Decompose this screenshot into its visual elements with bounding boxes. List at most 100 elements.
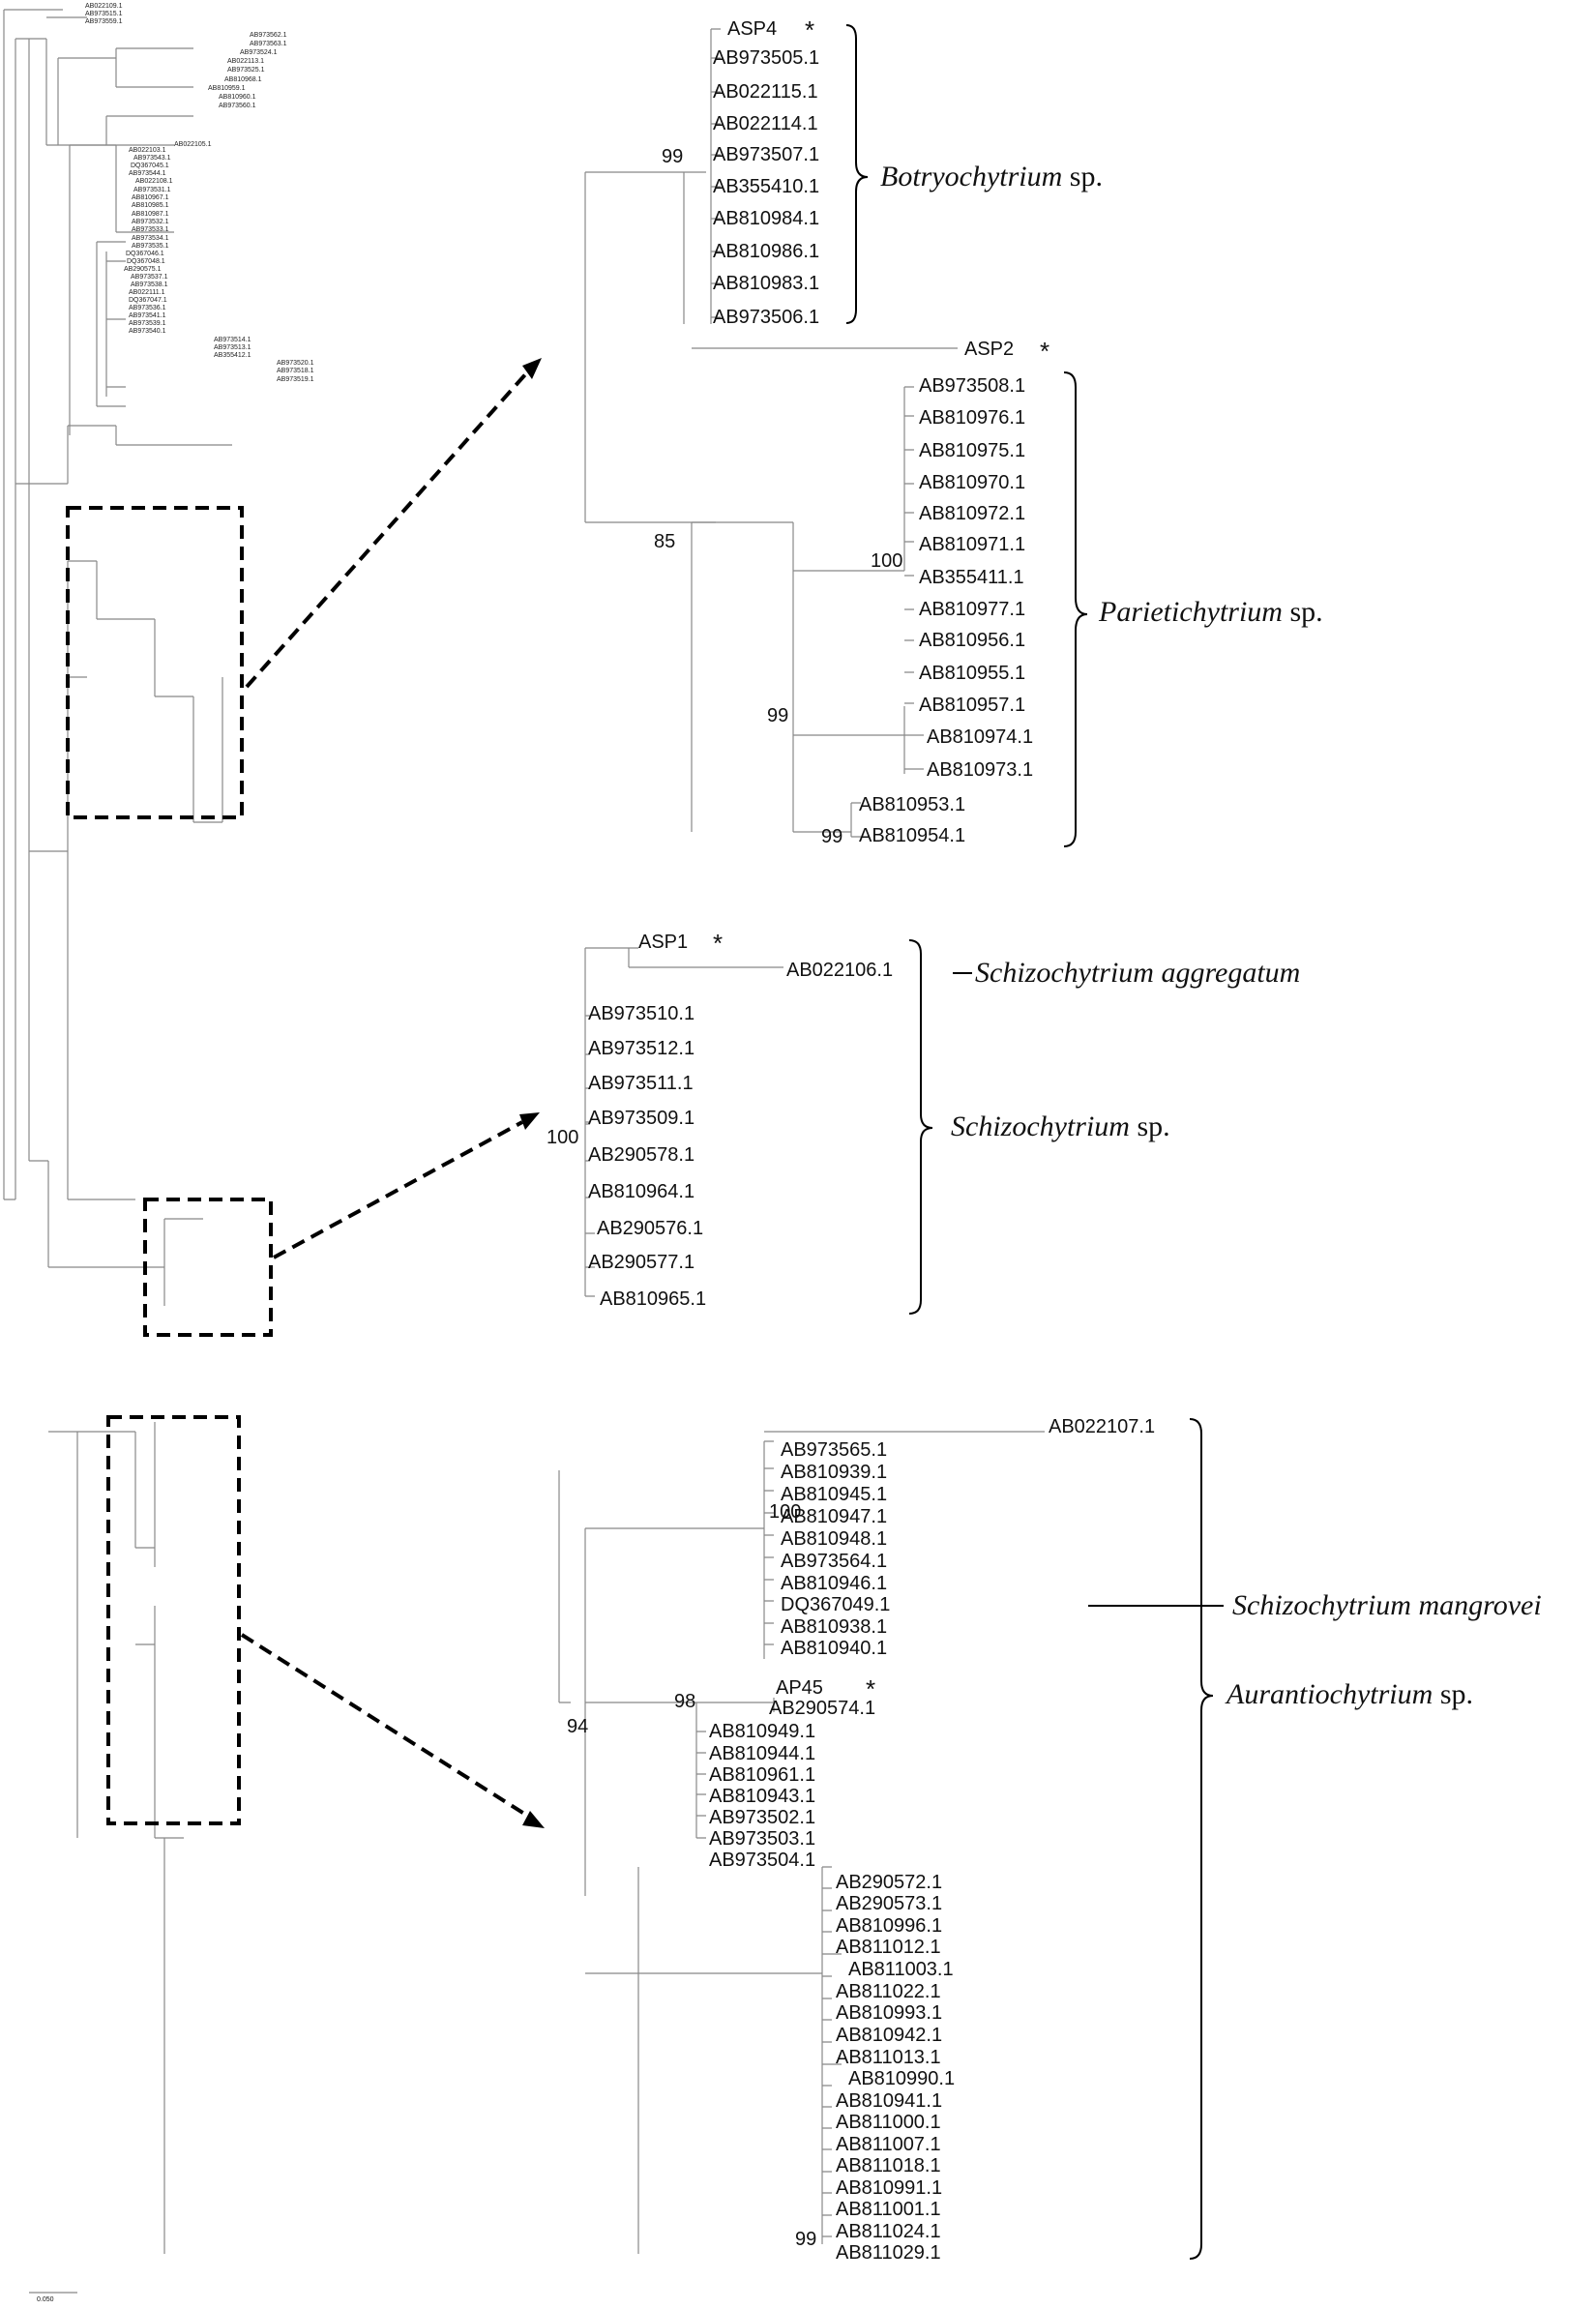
leaf-label: AB810945.1	[781, 1484, 888, 1505]
leaf-label: AB811012.1	[836, 1937, 941, 1958]
p2-sub	[793, 802, 861, 838]
leaf-label: AB811007.1	[836, 2134, 941, 2155]
sample-marker-asterisk: *	[805, 15, 815, 44]
leaf-label: AB810941.1	[836, 2090, 943, 2112]
leaf-label: AB973502.1	[709, 1807, 816, 1828]
brace-pariet	[1063, 371, 1088, 847]
sample-marker-asterisk: *	[713, 929, 724, 958]
leaf-label: AB022107.1	[1049, 1416, 1156, 1437]
leaf-label: AB811003.1	[848, 1959, 954, 1980]
leaf-label: AB810956.1	[919, 630, 1026, 651]
leaf-label: AB973504.1	[709, 1850, 816, 1871]
leaf-label: AB973508.1	[919, 375, 1026, 397]
leaf-label: AB973510.1	[588, 1003, 695, 1024]
leaf-label: AB810990.1	[848, 2068, 956, 2089]
leaf-label: AB973507.1	[713, 144, 820, 165]
clade-label-parietichytrium: Parietichytrium sp.	[1099, 596, 1323, 628]
leaf-label: AB810983.1	[713, 273, 820, 294]
sample-marker-asterisk: *	[866, 1674, 876, 1703]
overview-leaf-label: AB973515.1	[85, 11, 123, 17]
overview-leaf-label: AB973518.1	[277, 368, 314, 374]
overview-leaf-label: AB973520.1	[277, 360, 314, 367]
overview-leaf-label: AB973544.1	[129, 170, 166, 177]
p1-botryo	[710, 28, 721, 324]
arrow-2	[273, 1120, 523, 1259]
overview-leaf-label: AB810959.1	[208, 85, 246, 92]
leaf-label: AB810942.1	[836, 2025, 943, 2046]
overview-leaf-label: AB810985.1	[132, 202, 169, 209]
leaf-label: AB022106.1	[786, 960, 894, 981]
dashed-box-3	[106, 1415, 241, 1825]
leaf-label: AB973564.1	[781, 1551, 888, 1572]
p4-group2	[585, 1698, 775, 1839]
arrow-1	[245, 370, 529, 689]
overview-leaf-label: AB973531.1	[133, 187, 171, 193]
leaf-label: AB810972.1	[919, 503, 1026, 524]
overview-leaf-label: AB973540.1	[129, 328, 166, 335]
overview-leaf-label: AB973534.1	[132, 235, 169, 242]
leaf-label: AP45	[776, 1677, 823, 1699]
p4-group1	[764, 1440, 774, 1645]
leaf-label: AB810944.1	[709, 1743, 816, 1764]
support-pariet-99: 99	[767, 705, 789, 726]
overview-leaf-label: AB022103.1	[129, 147, 166, 154]
leaf-label: AB810977.1	[919, 599, 1026, 620]
support-pariet-100: 100	[871, 550, 903, 572]
leaf-label: AB810946.1	[781, 1573, 888, 1594]
leaf-label: AB973565.1	[781, 1439, 888, 1461]
overview-leaf-label: AB973559.1	[85, 18, 123, 25]
leaf-label: AB290573.1	[836, 1893, 943, 1914]
overview-leaf-label: AB973524.1	[240, 49, 278, 56]
brace-auran	[1189, 1418, 1214, 2260]
overview-leaf-label: DQ367046.1	[126, 251, 164, 257]
overview-leaf-label: AB973519.1	[277, 376, 314, 383]
leaf-label: AB810970.1	[919, 472, 1026, 493]
arrow-3	[240, 1633, 534, 1821]
overview-leaf-label: AB973535.1	[132, 243, 169, 250]
leaf-label: AB810975.1	[919, 440, 1026, 461]
arrowhead-3	[522, 1811, 545, 1828]
overview-leaf-label: DQ367047.1	[129, 297, 167, 304]
support-schizo-100: 100	[547, 1127, 579, 1148]
support-pariet-99b: 99	[821, 826, 843, 847]
leaf-label: AB810939.1	[781, 1462, 888, 1483]
leaf-label: AB810954.1	[859, 825, 966, 846]
leaf-label: AB811001.1	[836, 2199, 941, 2220]
leaf-label: AB290577.1	[588, 1252, 695, 1273]
leaf-label: AB811024.1	[836, 2221, 941, 2242]
overview-branches	[15, 16, 232, 485]
overview-leaf-label: DQ367048.1	[127, 258, 165, 265]
overview-leaf-label: AB973513.1	[214, 344, 251, 351]
clade-label-schizochytrium-mangrovei: Schizochytrium mangrovei	[1232, 1589, 1542, 1621]
leaf-label: AB810973.1	[927, 759, 1034, 781]
p1-trunk	[585, 171, 706, 324]
leaf-label: AB973505.1	[713, 47, 820, 69]
leaf-label: AB810957.1	[919, 695, 1026, 716]
leaf-label: AB290578.1	[588, 1144, 695, 1166]
leaf-label: AB973511.1	[588, 1073, 694, 1094]
overview-leaf-label: DQ367045.1	[131, 163, 169, 169]
leaf-label: AB022115.1	[713, 81, 818, 103]
leaf-label: AB973509.1	[588, 1108, 695, 1129]
leaf-label: AB810955.1	[919, 663, 1026, 684]
leaf-label: AB973506.1	[713, 307, 820, 328]
overview-leaf-label: AB355412.1	[214, 352, 251, 359]
overview-leaf-label: AB973536.1	[129, 305, 166, 311]
overview-leaf-label: AB973532.1	[132, 219, 169, 225]
overview-branches-2	[69, 144, 174, 435]
leaf-label: AB811029.1	[836, 2242, 941, 2264]
clade-label-aurantiochytrium: Aurantiochytrium sp.	[1227, 1678, 1473, 1710]
p4-group3	[585, 1866, 842, 2254]
overview-leaf-label: AB810960.1	[219, 94, 256, 101]
overview-leaf-label: AB973541.1	[129, 312, 166, 319]
leaf-label: AB355411.1	[919, 567, 1024, 588]
support-auran-98: 98	[674, 1691, 696, 1712]
p4-root	[558, 1431, 1045, 1896]
leaf-label: AB290576.1	[597, 1218, 704, 1239]
overview-leaf-label: AB973539.1	[129, 320, 166, 327]
leaf-label: AB290574.1	[769, 1698, 876, 1719]
overview-leaf-label: AB022111.1	[129, 289, 165, 296]
leaf-label: AB810991.1	[836, 2177, 943, 2199]
overview-leaf-label: AB810987.1	[132, 211, 169, 218]
